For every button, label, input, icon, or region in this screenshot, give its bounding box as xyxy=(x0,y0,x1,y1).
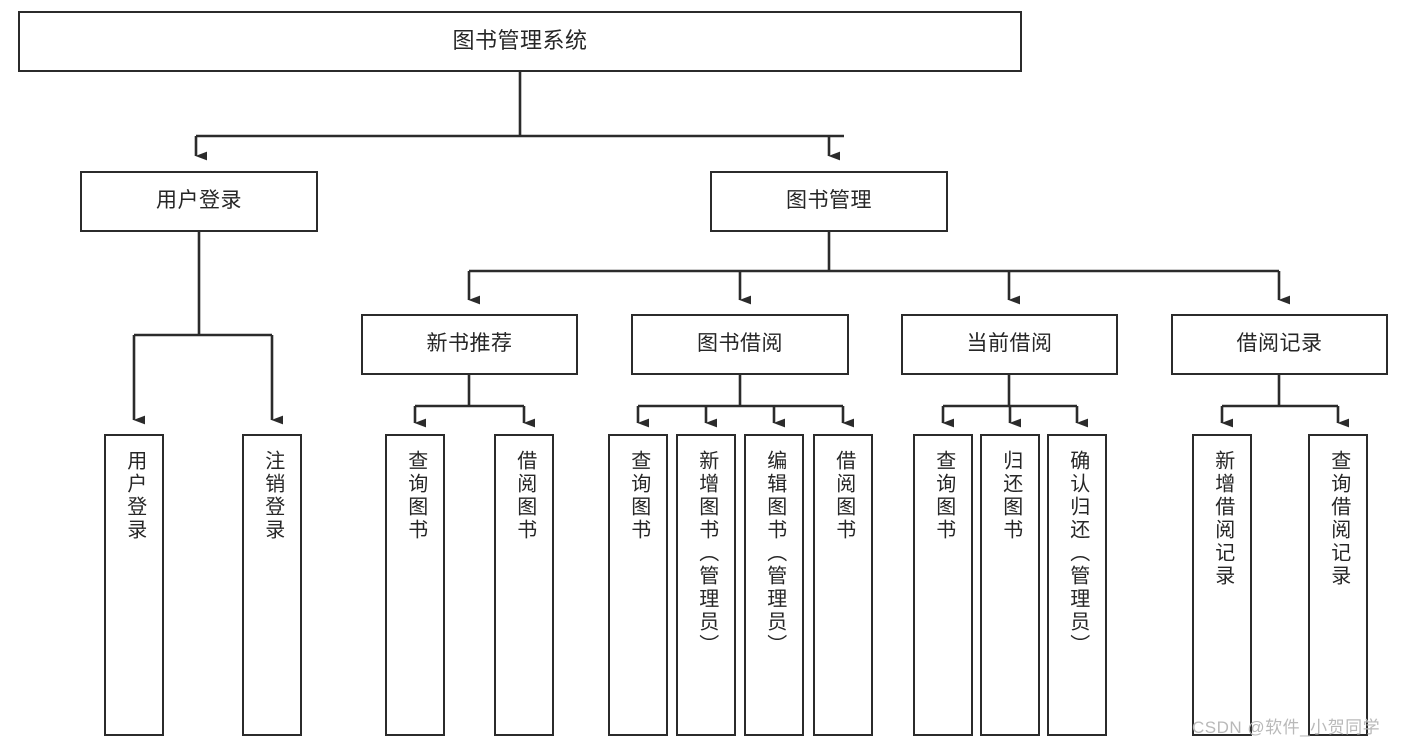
node-label: 当前借阅 xyxy=(966,332,1053,356)
node-user-login[interactable]: 用户登录 xyxy=(80,171,318,232)
node-book-management[interactable]: 图书管理 xyxy=(710,171,948,232)
node-label: 图书借阅 xyxy=(697,332,783,356)
node-label: 借阅图书 xyxy=(832,450,855,542)
csdn-watermark: CSDN @软件_小贺同学 xyxy=(1192,718,1381,737)
node-label: 注销登录 xyxy=(261,450,284,542)
leaf-query-book-borrow[interactable]: 查询图书 xyxy=(608,434,668,736)
node-label: 图书管理系统 xyxy=(452,28,588,54)
node-book-borrow[interactable]: 图书借阅 xyxy=(631,314,849,375)
node-root-book-management-system[interactable]: 图书管理系统 xyxy=(18,11,1022,72)
leaf-edit-book-admin[interactable]: 编辑图书（管理员） xyxy=(744,434,804,736)
node-new-book-recommend[interactable]: 新书推荐 xyxy=(361,314,578,375)
leaf-user-logout[interactable]: 注销登录 xyxy=(242,434,302,736)
node-label: 新书推荐 xyxy=(426,332,513,356)
leaf-borrow-book[interactable]: 借阅图书 xyxy=(813,434,873,736)
node-label: 查询图书 xyxy=(404,450,427,542)
node-label: 图书管理 xyxy=(786,189,872,213)
leaf-add-borrow-record[interactable]: 新增借阅记录 xyxy=(1192,434,1252,736)
node-label: 归还图书 xyxy=(999,450,1022,542)
node-label: 查询借阅记录 xyxy=(1327,450,1350,588)
node-label: 用户登录 xyxy=(156,189,242,213)
leaf-user-login[interactable]: 用户登录 xyxy=(104,434,164,736)
leaf-query-book-current[interactable]: 查询图书 xyxy=(913,434,973,736)
node-label: 借阅图书 xyxy=(513,450,536,542)
node-borrow-record[interactable]: 借阅记录 xyxy=(1171,314,1388,375)
node-label: 借阅记录 xyxy=(1236,332,1323,356)
node-current-borrow[interactable]: 当前借阅 xyxy=(901,314,1118,375)
leaf-return-book[interactable]: 归还图书 xyxy=(980,434,1040,736)
node-label: 确认归还（管理员） xyxy=(1066,450,1089,657)
node-label: 编辑图书（管理员） xyxy=(763,450,786,657)
node-label: 用户登录 xyxy=(123,450,146,542)
leaf-query-book-recommend[interactable]: 查询图书 xyxy=(385,434,445,736)
node-label: 查询图书 xyxy=(932,450,955,542)
leaf-query-borrow-record[interactable]: 查询借阅记录 xyxy=(1308,434,1368,736)
node-label: 查询图书 xyxy=(627,450,650,542)
leaf-confirm-return-admin[interactable]: 确认归还（管理员） xyxy=(1047,434,1107,736)
node-label: 新增图书（管理员） xyxy=(695,450,718,657)
node-label: 新增借阅记录 xyxy=(1211,450,1234,588)
leaf-add-book-admin[interactable]: 新增图书（管理员） xyxy=(676,434,736,736)
leaf-borrow-book-recommend[interactable]: 借阅图书 xyxy=(494,434,554,736)
